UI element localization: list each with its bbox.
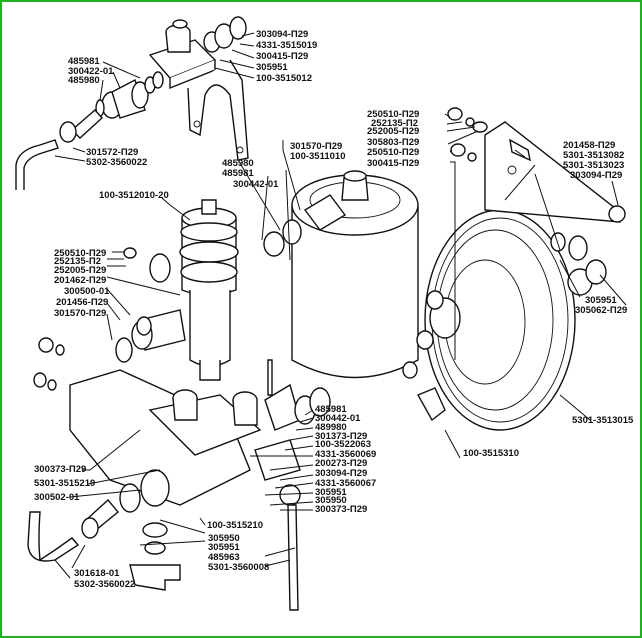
part-label: 201462-П29 — [54, 275, 106, 286]
part-label: 250510-П29 — [367, 147, 419, 158]
part-label: 300502-01 — [34, 492, 80, 503]
labels-lower-center: 485981 300442-01 489980 301373-П29 100-3… — [315, 404, 376, 515]
labels-top-left-hose: 301572-П29 5302-3560022 — [86, 147, 147, 168]
part-label: 305951 — [315, 487, 347, 498]
part-label: 4331-3515019 — [256, 40, 317, 51]
part-label: 485981 — [315, 404, 347, 415]
booster-diaphragm — [402, 209, 576, 431]
part-label: 301570-П29 — [290, 141, 342, 152]
labels-center-top: 301570-П29 100-3511010 485980 485981 300… — [222, 141, 345, 190]
part-label: 303094-П29 — [570, 170, 622, 181]
part-label: 5301-3560008 — [208, 562, 269, 573]
part-label: 300415-П29 — [367, 158, 419, 169]
vacuum-cylinder — [263, 170, 419, 379]
part-label: 301570-П29 — [54, 308, 106, 319]
part-label-booster: 5301-3513015 — [572, 415, 634, 426]
part-label: 300442-01 — [233, 179, 279, 190]
part-label: 303094-П29 — [315, 468, 367, 479]
labels-bottom-center: 100-3515210 305950 305951 485963 5301-35… — [207, 520, 269, 573]
part-label: 100-3522063 — [315, 439, 371, 450]
part-label: 200273-П29 — [315, 458, 367, 469]
part-label: 305951 — [256, 62, 288, 73]
labels-top-valve: 303094-П29 4331-3515019 300415-П29 30595… — [256, 29, 317, 84]
labels-lower-left: 300373-П29 5301-3515219 300502-01 — [34, 464, 95, 503]
part-label-main-valve: 100-3512010-20 — [99, 190, 169, 201]
part-label: 252005-П29 — [367, 126, 419, 137]
part-label: 4331-3560067 — [315, 478, 376, 489]
labels-top-left: 485981 300422-01 485980 — [68, 56, 114, 86]
part-label: 300373-П29 — [34, 464, 86, 475]
part-label: 301618-01 — [74, 568, 120, 579]
part-label: 252135-П2 — [371, 118, 418, 129]
part-label: 300373-П29 — [315, 504, 367, 515]
part-label: 305803-П29 — [367, 137, 419, 148]
part-label: 300415-П29 — [256, 51, 308, 62]
labels-right-top: 250510-П29 252135-П2 252005-П29 305803-П… — [367, 109, 419, 169]
lower-valve-assembly — [27, 359, 331, 611]
part-label: 485981 — [68, 56, 100, 67]
top-pressure-valve — [148, 16, 249, 161]
part-label: 250510-П29 — [367, 109, 419, 120]
part-label-drain: 100-3515310 — [463, 448, 519, 459]
part-label: 5302-3560022 — [86, 157, 147, 168]
part-label: 305950 — [315, 495, 347, 506]
part-label: 201458-П29 — [563, 140, 615, 151]
part-label: 250510-П29 — [54, 248, 106, 259]
part-label: 5301-3515219 — [34, 478, 95, 489]
part-label: 300500-01 — [64, 286, 110, 297]
main-valve — [33, 199, 239, 391]
part-label: 5301-3513082 — [563, 150, 624, 161]
labels-right-mid: 305951 305062-П29 — [575, 295, 627, 316]
labels-left-mid: 250510-П29 252135-П2 252005-П29 201462-П… — [54, 248, 110, 319]
top-left-fitting — [15, 71, 164, 190]
part-label: 305950 — [208, 533, 240, 544]
part-label: 305951 — [208, 542, 240, 553]
part-label: 252005-П29 — [54, 265, 106, 276]
leader-lines — [54, 32, 627, 579]
part-label: 489980 — [315, 422, 347, 433]
part-label: 300442-01 — [315, 413, 361, 424]
part-label: 100-3515012 — [256, 73, 312, 84]
part-label: 301572-П29 — [86, 147, 138, 158]
part-label: 252135-П2 — [54, 256, 101, 267]
labels-bottom-left-hose: 301618-01 5302-3560022 — [74, 568, 135, 590]
part-label: 303094-П29 — [256, 29, 308, 40]
part-label: 305062-П29 — [575, 305, 627, 316]
part-label: 5301-3513023 — [563, 160, 624, 171]
part-label: 485981 — [222, 168, 254, 179]
part-label: 485980 — [222, 158, 254, 169]
part-label: 4331-3560069 — [315, 449, 376, 460]
part-label: 201456-П29 — [56, 297, 108, 308]
labels-right-bracket: 201458-П29 5301-3513082 5301-3513023 303… — [563, 140, 624, 181]
part-label: 485963 — [208, 552, 240, 563]
part-label: 301373-П29 — [315, 431, 367, 442]
part-label: 300422-01 — [68, 66, 114, 77]
right-bracket — [447, 107, 626, 296]
part-label: 485980 — [68, 75, 100, 86]
part-label: 100-3515210 — [207, 520, 263, 531]
part-label: 5302-3560022 — [74, 579, 135, 590]
part-label: 305951 — [585, 295, 617, 306]
part-label: 100-3511010 — [290, 151, 345, 162]
